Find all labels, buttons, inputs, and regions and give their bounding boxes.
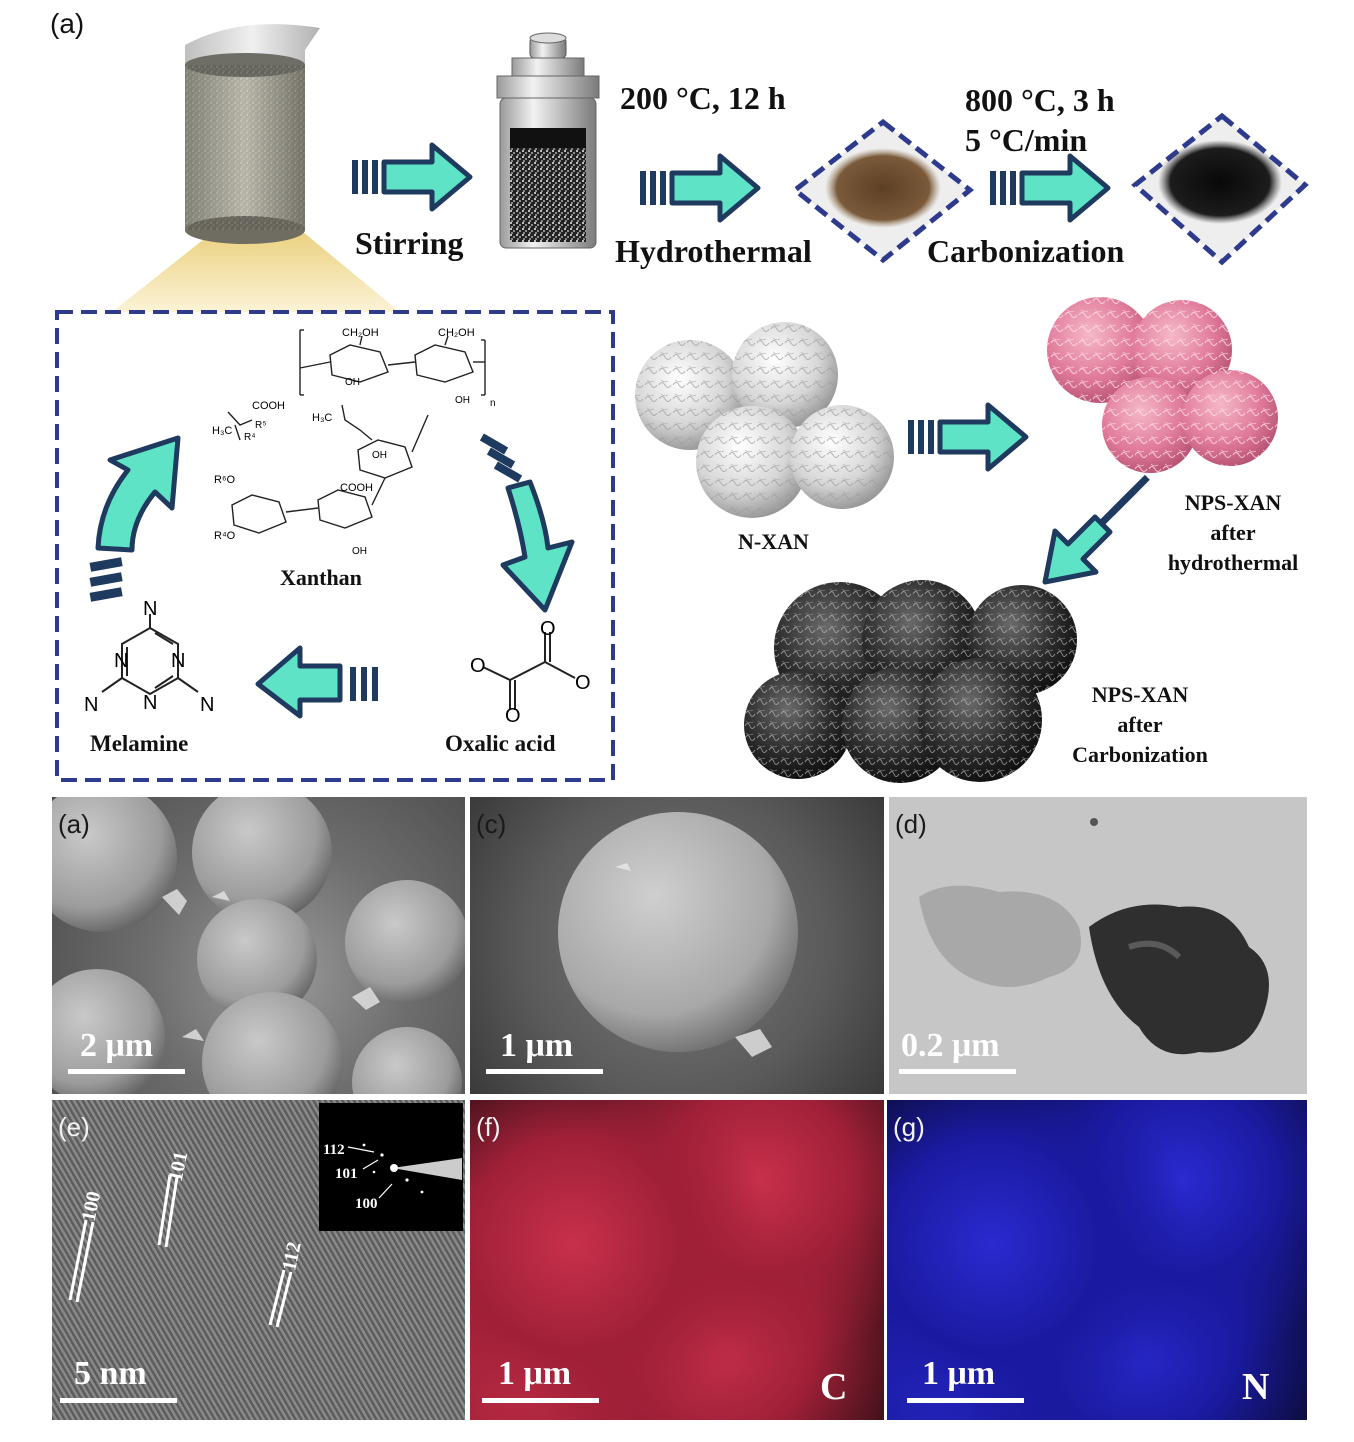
cycle-arrow-down <box>479 433 575 613</box>
oh-label-3: OH <box>372 450 387 461</box>
arrow-hydrothermal <box>640 156 758 220</box>
oh-label-2: OH <box>455 395 470 406</box>
figure-label: (a) <box>50 8 85 39</box>
scale-d-bar <box>899 1069 1016 1074</box>
arrow-stirring <box>352 145 470 209</box>
cycle-arrow-left <box>255 645 378 719</box>
carbonization-label: Carbonization <box>927 233 1125 269</box>
synthesis-scheme <box>55 24 1309 783</box>
sem-panel-c: (c) 1 μm <box>470 797 884 1094</box>
melamine-n-5: N <box>84 694 99 716</box>
scale-c-bar <box>486 1069 603 1074</box>
hydrothermal-condition: 200 °C, 12 h <box>620 80 786 116</box>
oh-label-4: OH <box>352 546 367 557</box>
o-label-2: O <box>470 655 486 677</box>
carbonization-condition-2: 5 °C/min <box>965 122 1088 158</box>
hydro-caption: NPS-XAN after hydrothermal <box>1158 488 1308 578</box>
sem-panel-a: (a) 2 μm <box>52 797 465 1094</box>
o-label-4: O <box>505 705 521 727</box>
carbonization-condition-1: 800 °C, 3 h <box>965 82 1115 118</box>
o-label-1: O <box>540 618 556 640</box>
eds-map-carbon: (f) 1 μm C <box>470 1100 884 1420</box>
melamine-n-4: N <box>143 692 158 714</box>
stirring-label: Stirring <box>355 225 464 261</box>
tem-panel-d: (d) 0.2 μm <box>889 797 1307 1094</box>
scale-e-label: 5 nm <box>74 1355 147 1392</box>
scale-a-bar <box>68 1069 185 1074</box>
scale-f-label: 1 μm <box>498 1355 572 1392</box>
tag-e: (e) <box>58 1112 90 1142</box>
xanthan-structure <box>227 329 486 534</box>
h3c-label-2: H₃C <box>212 425 233 437</box>
hydro-caption-3: hydrothermal <box>1167 550 1299 575</box>
o-label-3: O <box>575 672 591 694</box>
carbon-caption-2: after <box>1117 712 1163 737</box>
tag-a: (a) <box>58 809 90 839</box>
black-spheres <box>744 580 1077 783</box>
carbon-caption-3: Carbonization <box>1072 742 1208 767</box>
element-c: C <box>820 1366 848 1408</box>
tag-c: (c) <box>476 809 507 839</box>
cooh-label-2: COOH <box>340 482 373 494</box>
oxalic-acid-structure <box>482 632 576 710</box>
r6o-label: R⁶O <box>214 474 236 486</box>
cycle-arrow-up <box>89 435 181 602</box>
melamine-n-1: N <box>143 598 158 620</box>
r5-label: R⁵ <box>255 420 267 431</box>
autoclave-icon <box>496 32 600 249</box>
scale-e-bar <box>60 1398 177 1403</box>
melamine-label: Melamine <box>90 731 189 756</box>
element-n: N <box>1242 1366 1270 1408</box>
hydrothermal-label: Hydrothermal <box>615 233 812 269</box>
scale-d-label: 0.2 μm <box>901 1027 1000 1064</box>
hydro-caption-2: after <box>1210 520 1256 545</box>
arrow-carbonization <box>990 156 1108 220</box>
black-powder-icon <box>1131 112 1309 266</box>
xanthan-label: Xanthan <box>280 565 362 590</box>
brown-powder-icon <box>790 118 975 264</box>
hrtem-panel-e: 100 101 112 112 101 100 (e) 5 nm <box>52 1100 465 1420</box>
ch2oh-label-1: CH₂OH <box>342 327 379 339</box>
melamine-structure <box>101 614 199 696</box>
r4-label: R⁴ <box>244 432 256 443</box>
carbon-caption-1: NPS-XAN <box>1091 682 1189 707</box>
scale-g-label: 1 μm <box>922 1355 996 1392</box>
ch2oh-label-2: CH₂OH <box>438 327 475 339</box>
melamine-n-6: N <box>200 694 215 716</box>
n-xan-label: N-XAN <box>738 529 809 554</box>
scale-c-label: 1 μm <box>500 1027 574 1064</box>
cooh-label-1: COOH <box>252 400 285 412</box>
oh-label-1: OH <box>345 377 360 388</box>
melamine-n-2: N <box>114 650 129 672</box>
beaker-icon <box>185 24 320 244</box>
melamine-n-3: N <box>171 650 186 672</box>
hydro-caption-1: NPS-XAN <box>1184 490 1282 515</box>
eds-map-nitrogen: (g) 1 μm N <box>887 1100 1307 1420</box>
beam <box>112 232 400 312</box>
carbon-caption: NPS-XAN after Carbonization <box>1050 680 1230 770</box>
saed-101: 101 <box>335 1166 358 1182</box>
tag-f: (f) <box>476 1112 501 1142</box>
scale-g-bar <box>907 1398 1024 1403</box>
n-xan-spheres <box>635 322 894 518</box>
scale-f-bar <box>482 1398 599 1403</box>
saed-112: 112 <box>323 1142 345 1158</box>
tag-d: (d) <box>895 809 927 839</box>
h3c-label-1: H₃C <box>312 412 333 424</box>
oxalic-acid-label: Oxalic acid <box>445 731 556 756</box>
precursor-box <box>55 310 615 782</box>
n-subscript: n <box>490 398 496 409</box>
scale-a-label: 2 μm <box>80 1027 154 1064</box>
tag-g: (g) <box>893 1112 925 1142</box>
arrow-to-pink <box>908 405 1026 469</box>
pink-spheres <box>1047 297 1278 473</box>
r4o-label: R⁴O <box>214 530 236 542</box>
saed-100: 100 <box>355 1196 378 1212</box>
arrow-to-black <box>1042 474 1150 585</box>
